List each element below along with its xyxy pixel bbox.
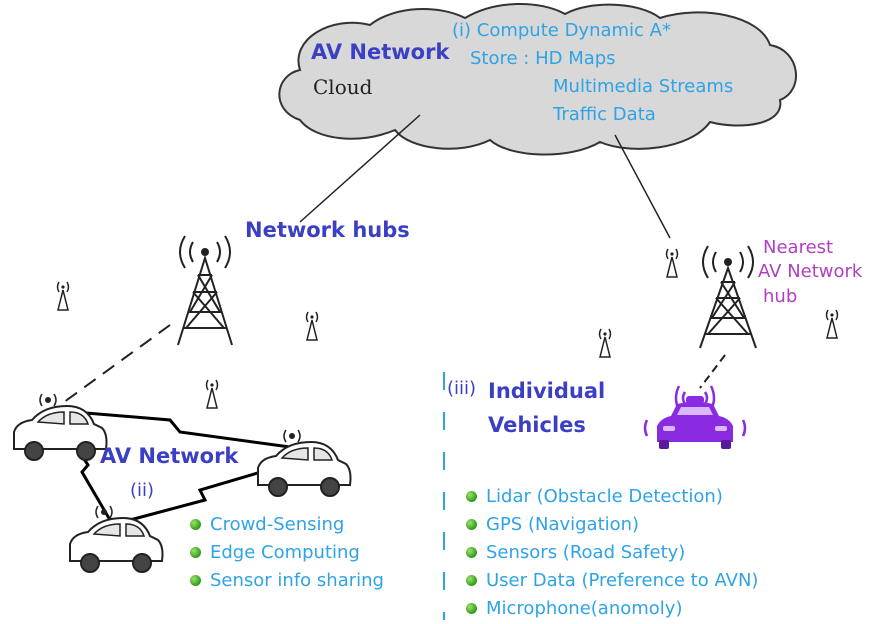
lightning-link [129,463,286,522]
cloud-line: Store : HD Maps [470,48,616,69]
cloud-shape [278,2,797,156]
dashed-link [59,324,171,406]
antenna-icon [205,379,219,409]
title-line: Individual [488,379,606,403]
list-item: Sensors (Road Safety) [466,538,758,566]
cell-tower-icon [177,235,233,346]
lightning-link [49,408,291,449]
list-item: Microphone(anomoly) [466,594,758,622]
car-icon [69,505,164,573]
cloud-link-left [299,114,421,223]
bullet-icon [190,546,201,558]
bullet-icon [466,546,477,558]
av-network-label: AV Network [100,444,239,468]
section-number: (ii) [130,480,155,501]
cloud-title: AV Network [311,40,450,64]
list-item: Sensor info sharing [190,566,384,594]
antenna-icon [825,309,839,339]
cloud-link-right [614,134,671,239]
bullet-icon [466,518,477,530]
list-item-label: Microphone(anomoly) [486,597,683,619]
network-hubs-label: Network hubs [245,218,410,242]
list-item: Crowd-Sensing [190,510,384,538]
individual-vehicles-title: Individual Vehicles [488,374,605,442]
antenna-icon [305,311,319,341]
section-number: (iii) [447,378,477,399]
list-item-label: Lidar (Obstacle Detection) [486,485,723,507]
list-item: Edge Computing [190,538,384,566]
list-item-label: GPS (Navigation) [486,513,640,535]
cloud-subtitle: Cloud [313,75,373,99]
list-item-label: Crowd-Sensing [210,513,345,535]
bullet-icon [190,574,201,586]
bullet-icon [466,490,477,502]
list-item-label: User Data (Preference to AVN) [486,569,759,591]
bullet-icon [466,574,477,586]
antenna-icon [598,328,612,358]
antenna-icon [665,248,679,278]
nearest-hub-label: AV Network [758,261,863,282]
nearest-hub-label: Nearest [763,237,834,258]
title-line: Vehicles [488,413,586,437]
list-item: User Data (Preference to AVN) [466,566,758,594]
antenna-icon [56,281,70,311]
vehicle-features: Lidar (Obstacle Detection) GPS (Navigati… [466,482,758,622]
cloud-line: Traffic Data [553,104,656,125]
nearest-hub-label: hub [763,286,798,307]
av-network-features: Crowd-Sensing Edge Computing Sensor info… [190,510,384,594]
list-item-label: Edge Computing [210,541,360,563]
bullet-icon [190,518,201,530]
car-icon [257,429,352,497]
list-item-label: Sensor info sharing [210,569,384,591]
list-item-label: Sensors (Road Safety) [486,541,686,563]
bullet-icon [466,602,477,614]
cloud-line: (i) Compute Dynamic A* [452,20,671,41]
list-item: Lidar (Obstacle Detection) [466,482,758,510]
autonomous-vehicle-icon [643,385,747,449]
car-icon [13,393,108,461]
list-item: GPS (Navigation) [466,510,758,538]
dashed-link [699,354,726,389]
cloud-line: Multimedia Streams [553,76,734,97]
nearest-hub-tower-icon [699,245,757,349]
